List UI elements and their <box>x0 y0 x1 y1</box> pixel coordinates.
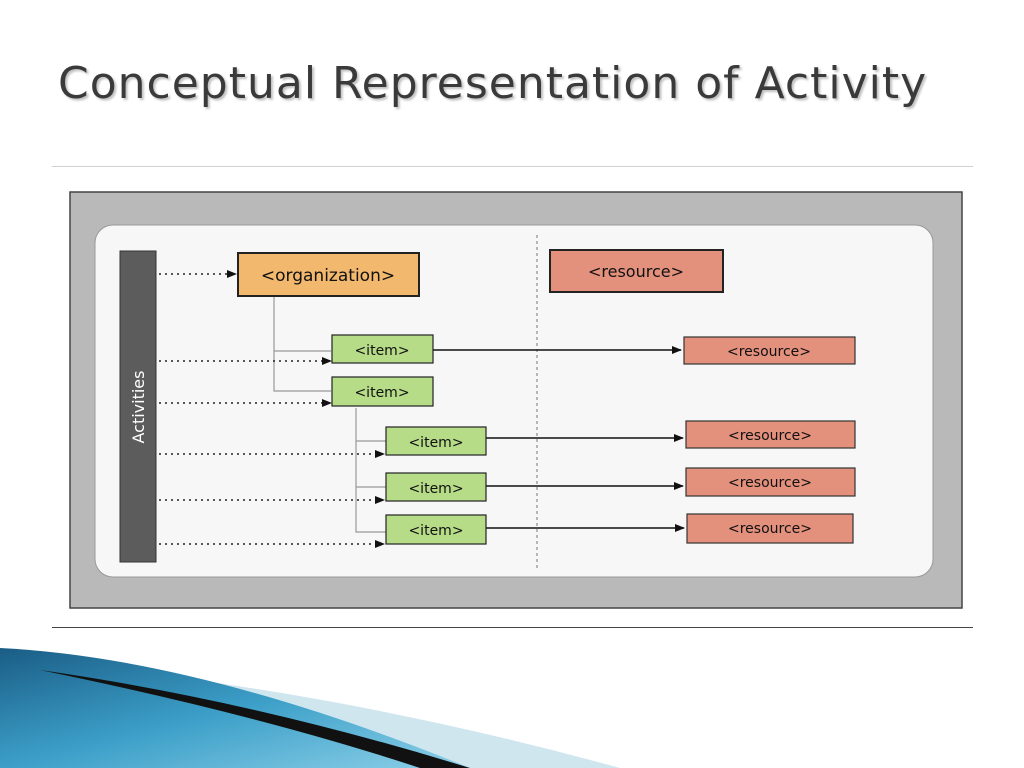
item-label: <item> <box>354 343 409 359</box>
resource-header-node: <resource> <box>549 249 724 293</box>
resource-node: <resource> <box>686 513 854 544</box>
resource-node: <resource> <box>685 420 856 449</box>
resource-node: <resource> <box>683 336 856 365</box>
resource-label: <resource> <box>728 428 812 444</box>
activities-label: Activities <box>129 371 148 444</box>
resource-label: <resource> <box>727 344 811 360</box>
item-node: <item> <box>385 514 487 545</box>
activity-links <box>159 270 385 548</box>
diagram-frame: Activities <organizatio <box>52 166 973 628</box>
item-node: <item> <box>385 426 487 456</box>
item-label: <item> <box>408 435 463 451</box>
item-label: <item> <box>354 385 409 401</box>
organization-node: <organization> <box>237 252 420 297</box>
swoosh-dark <box>40 670 470 768</box>
activity-diagram: Activities <organizatio <box>69 191 963 609</box>
slide-title: Conceptual Representation of Activity <box>58 58 928 109</box>
resource-node: <resource> <box>685 467 856 497</box>
resource-label: <resource> <box>728 521 812 537</box>
organization-label: <organization> <box>261 266 395 286</box>
resource-header-label: <resource> <box>588 262 684 281</box>
item-node: <item> <box>331 334 434 364</box>
item-label: <item> <box>408 523 463 539</box>
tree-connectors <box>273 297 386 533</box>
item-node: <item> <box>331 376 434 407</box>
resource-links <box>433 346 685 532</box>
item-label: <item> <box>408 481 463 497</box>
item-node: <item> <box>385 472 487 502</box>
activities-bar <box>119 250 157 563</box>
resource-label: <resource> <box>728 475 812 491</box>
decorative-swoosh <box>0 648 620 768</box>
